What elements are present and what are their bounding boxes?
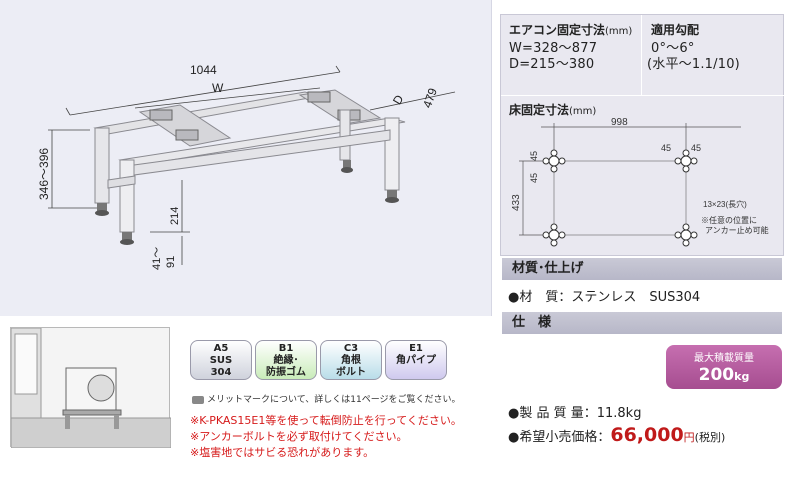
stand-diagram-panel: 1044 W D 479 346～396 214 41～ 91: [0, 0, 492, 316]
dim-w-label: W: [212, 81, 224, 95]
product-price: ●希望小売価格：66,000円(税別): [508, 424, 726, 446]
slope-note: (水平～1.1/10): [647, 57, 740, 72]
dim-foot-top-label: 41～: [151, 247, 163, 270]
max-load-value: 200kg: [698, 365, 750, 385]
floor-fix-label: 床固定寸法(mm): [509, 103, 597, 117]
installation-illustration: [10, 327, 172, 449]
warning-3: ※塩害地ではサビる恐れがあります。: [190, 446, 375, 459]
floor-hole-marks: [542, 149, 698, 247]
ac-fix-label: エアコン固定寸法(mm): [509, 23, 633, 37]
hole-note-2: アンカー止め可能: [705, 225, 769, 235]
slope-label: 適用勾配: [651, 23, 700, 37]
dim-d-label: D: [390, 92, 407, 107]
dim-foot-bottom-label: 91: [165, 256, 177, 268]
warning-2: ※アンカーボルトを必ず取付けてください。: [190, 430, 408, 443]
ac-fix-d: D=215～380: [509, 57, 595, 72]
dim-length-label: 1044: [190, 63, 217, 77]
dim-depth-label: 479: [420, 86, 440, 110]
floor-433-label: 433: [511, 194, 522, 211]
dim-inner-label: 214: [169, 207, 181, 225]
spec-panel: エアコン固定寸法(mm) W=328～877 D=215～380 適用勾配 0°…: [500, 14, 785, 256]
slope-value: 0°～6°: [651, 41, 695, 56]
floor-45d-label: 45: [529, 173, 539, 183]
floor-45c-label: 45: [529, 151, 539, 161]
dim-height-label: 346～396: [37, 148, 51, 200]
merit-note: メリットマークについて、詳しくは11ページをご覧ください。: [192, 392, 461, 405]
product-weight: ●製 品 質 量：11.8kg: [508, 406, 642, 421]
hole-size-label: 13×23(長穴): [703, 199, 747, 209]
material-line: ●材 質：ステンレス SUS304: [508, 290, 701, 305]
stand-diagram: 1044 W D 479 346～396 214 41～ 91: [37, 63, 456, 270]
material-section-header: 材質･仕上げ: [502, 258, 782, 280]
merit-mark-icon: [192, 395, 204, 404]
spec-divider-vertical: [641, 15, 642, 95]
warning-1: ※K-PKAS15E1等を使って転倒防止を行ってください。: [190, 414, 462, 427]
spec-section-header: 仕 様: [502, 312, 782, 334]
ac-fix-w: W=328～877: [509, 41, 598, 56]
floor-998-label: 998: [611, 117, 628, 128]
floor-45b-label: 45: [691, 143, 701, 153]
stand-frame: [93, 89, 406, 245]
floor-45a-label: 45: [661, 143, 671, 153]
max-load-label: 最大積載質量: [694, 353, 754, 364]
hole-note-1: ※任意の位置に: [701, 215, 757, 225]
spec-divider-horizontal: [501, 95, 785, 96]
max-load-badge: 最大積載質量 200kg: [666, 345, 782, 389]
floor-fix-diagram: 998 45 45 45 45 433 13×23(長穴) ※任意の位置に アン…: [511, 117, 769, 247]
